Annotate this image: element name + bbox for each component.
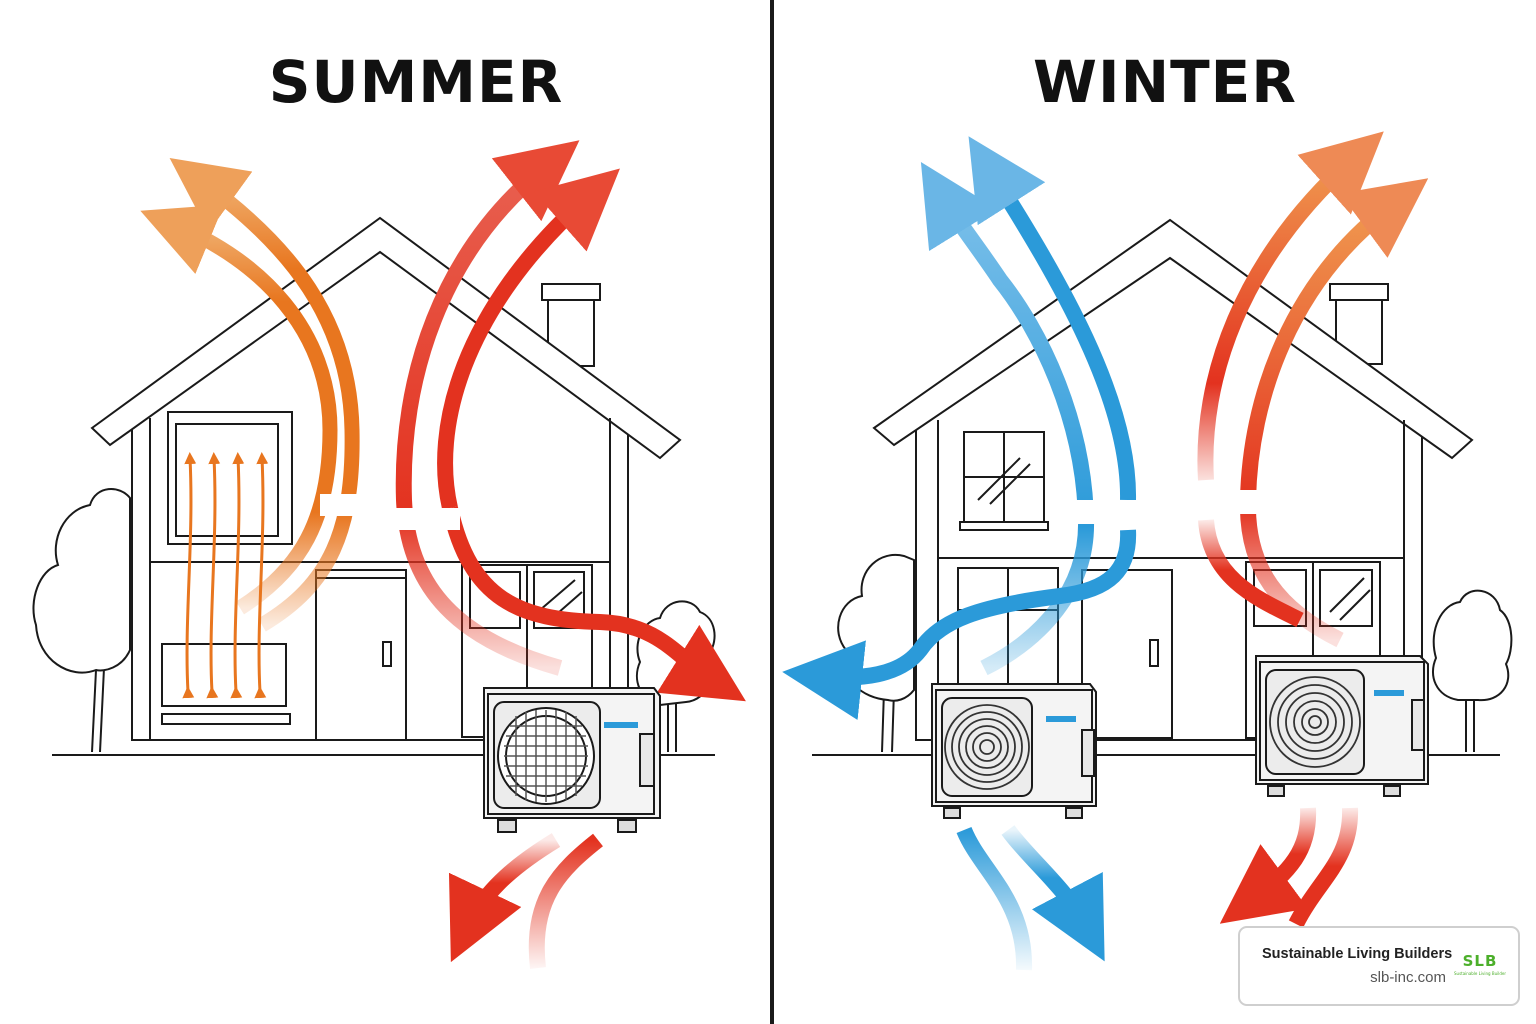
slb-logo-icon: SLB Sustainable Living Builders, Inc. <box>1454 952 1506 984</box>
summer-red-arrows <box>395 140 746 702</box>
brand-logo-text: SLB <box>1462 952 1498 970</box>
brand-logo-subtext: Sustainable Living Builders, Inc. <box>1454 971 1506 976</box>
summer-title: SUMMER <box>268 48 564 116</box>
summer-left-tree <box>32 488 131 753</box>
winter-panel <box>782 131 1513 971</box>
summer-exhaust-arrows <box>448 833 603 969</box>
winter-outdoor-unit-left <box>931 683 1097 819</box>
brand-card[interactable]: Sustainable Living Builders slb-inc.com … <box>1238 926 1520 1006</box>
winter-left-tree <box>837 553 915 753</box>
summer-house <box>90 216 682 741</box>
summer-orange-arrows <box>140 158 360 632</box>
brand-name: Sustainable Living Builders <box>1262 946 1453 962</box>
winter-right-tree <box>1431 589 1513 752</box>
brand-url-link[interactable]: slb-inc.com <box>1370 969 1446 986</box>
summer-panel <box>32 140 746 969</box>
winter-outdoor-unit-right <box>1255 655 1429 797</box>
winter-blue-arrows <box>782 136 1137 720</box>
summer-window-heat-arrows <box>182 452 269 699</box>
summer-outdoor-unit <box>483 687 661 833</box>
panel-divider <box>770 0 774 1024</box>
winter-warm-arrows <box>1197 131 1429 648</box>
winter-red-exhaust-arrows <box>1219 807 1359 928</box>
winter-title: WINTER <box>1033 48 1297 116</box>
winter-blue-exhaust-arrows <box>956 825 1105 971</box>
